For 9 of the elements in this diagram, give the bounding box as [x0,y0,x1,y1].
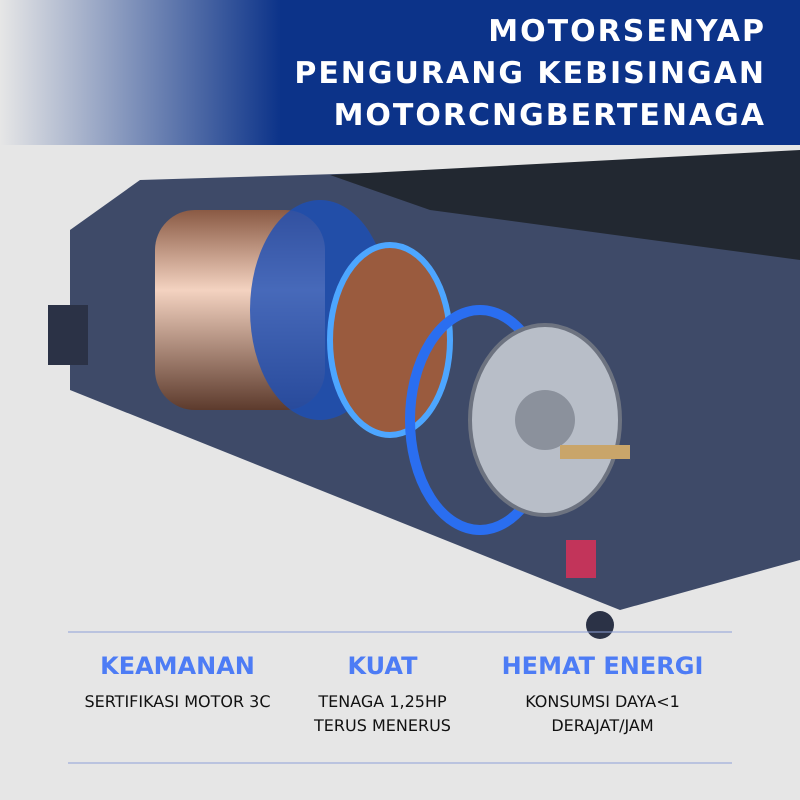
feature-heading: KUAT [346,652,418,680]
headline-text: MOTORSENYAP [488,14,766,49]
feature-description: KONSUMSI DAYA<1 DERAJAT/JAM [524,691,681,737]
headline-text: PENGURANG KEBISINGAN [294,56,766,91]
feature-description: SERTIFIKASI MOTOR 3C [83,691,272,713]
feature-description: TENAGA 1,25HP TERUS MENERUS [313,691,452,737]
feature-heading: HEMAT ENERGI [500,652,704,680]
headline-text: MOTORCNGBERTENAGA [334,98,766,133]
feature-heading: KEAMANAN [99,652,256,680]
